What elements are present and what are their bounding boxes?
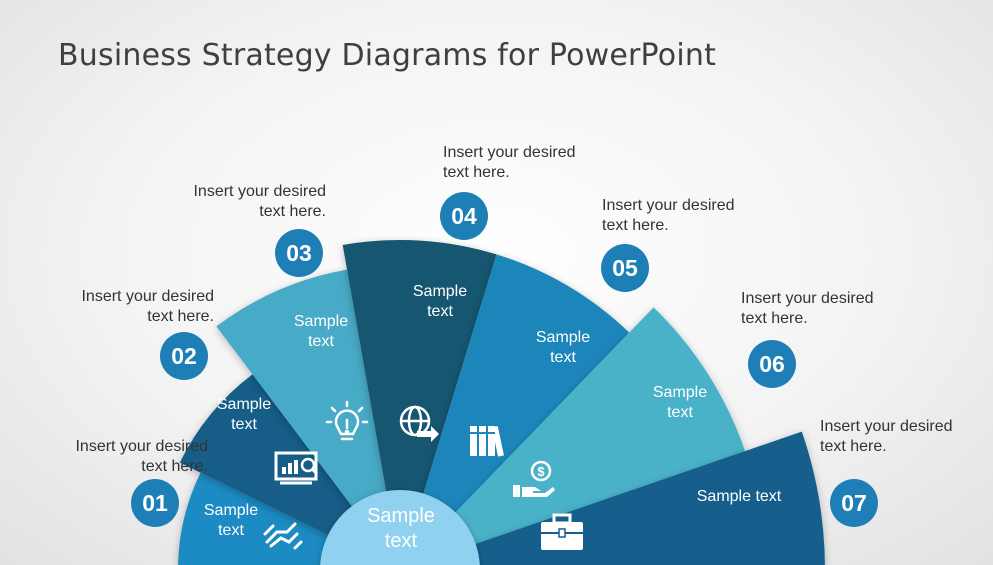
icons-layer: $ [263,400,583,550]
segment-label-line: text [667,404,693,421]
callout-line: text here. [443,164,510,181]
badge-number-06: 06 [759,351,785,377]
badges-layer: 01 02 03 04 05 06 07 [131,192,878,527]
center-label-line2: text [385,530,418,552]
segment-03 [216,269,400,565]
callout-04: Insert your desired text here. [443,143,613,183]
callout-line: Insert your desired [820,418,953,435]
callout-line: text here. [147,308,214,325]
svg-text:$: $ [537,464,545,479]
callout-03: Insert your desired text here. [156,182,326,222]
segment-label-line: Sample [536,329,590,346]
callout-line: Insert your desired [81,288,214,305]
badge-number-02: 02 [171,343,197,369]
badge-circle-01 [131,479,179,527]
badge-number-04: 04 [451,203,477,229]
segment-04 [342,239,497,565]
segment-label-06: Sample text [653,384,707,421]
segment-label-line: Sample [217,396,271,413]
callout-01: Insert your desired text here. [38,437,208,477]
briefcase-icon [541,513,583,550]
callout-line: Insert your desired [193,183,326,200]
callout-line: text here. [602,217,669,234]
callout-line: Insert your desired [443,144,576,161]
segment-label-04: Sample text [413,283,467,320]
segment-label-line: Sample [653,384,707,401]
presentation-chart-icon [274,451,319,485]
books-icon [470,426,504,457]
segment-label-03: Sample text [294,313,348,350]
callout-06: Insert your desired text here. [741,289,911,329]
segment-label-line: text [231,416,257,433]
badge-number-01: 01 [142,490,168,516]
badge-circle-06 [748,340,796,388]
badge-number-05: 05 [612,255,638,281]
badge-circle-07 [830,479,878,527]
center-hub [320,490,480,565]
badge-circle-03 [275,229,323,277]
callout-line: text here. [820,438,887,455]
segment-label-line: text [427,303,453,320]
segment-label-02: Sample text [217,396,271,433]
segment-05 [401,254,630,565]
segment-label-line: text [218,522,244,539]
callout-05: Insert your desired text here. [602,196,772,236]
segment-label-line: Sample [294,313,348,330]
callout-line: Insert your desired [602,197,735,214]
segment-label-line: Sample [413,283,467,300]
callout-line: Insert your desired [75,438,208,455]
segment-label-07: Sample text [697,488,782,505]
segment-label-line: Sample text [697,488,782,505]
center-label-line1: Sample [367,505,435,527]
badge-circle-02 [160,332,208,380]
money-hand-icon: $ [513,460,555,497]
badge-circle-04 [440,192,488,240]
segment-label-line: text [550,349,576,366]
segment-label-line: text [308,333,334,350]
segment-label-01: Sample text [204,502,258,539]
segment-label-05: Sample text [536,329,590,366]
badge-number-07: 07 [841,490,867,516]
callout-line: text here. [741,310,808,327]
callout-line: Insert your desired [741,290,874,307]
callout-line: text here. [259,203,326,220]
badge-circle-05 [601,244,649,292]
globe-arrow-icon [399,405,439,442]
lightbulb-icon [325,400,369,441]
badge-number-03: 03 [286,240,312,266]
segment-label-line: Sample [204,502,258,519]
segments-layer [178,239,825,565]
handshake-icon [263,522,303,550]
callout-07: Insert your desired text here. [820,417,990,457]
callout-line: text here. [141,458,208,475]
segment-07 [414,431,825,565]
callout-02: Insert your desired text here. [44,287,214,327]
segment-06 [404,307,746,565]
page-title: Business Strategy Diagrams for PowerPoin… [58,38,717,73]
